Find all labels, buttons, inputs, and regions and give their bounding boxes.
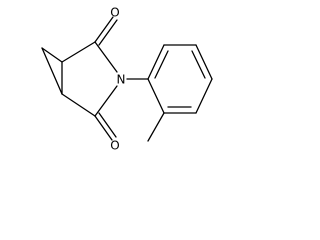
molecule-drawing: O N O (41, 6, 213, 153)
bond-ar-1-inner (154, 50, 169, 79)
structure-canvas: O N O (0, 0, 223, 157)
bond-co-bottom-a (94, 115, 113, 141)
bond-ar-3 (195, 44, 213, 80)
bond-ar-6 (147, 78, 165, 114)
atom-labels: O N O (110, 6, 125, 153)
bond-methyl (147, 112, 165, 142)
bond-ring-bottom (61, 93, 96, 117)
bond-co-bottom-b (98, 112, 117, 138)
bond-co-top-a (94, 16, 114, 43)
bond-ar-3-inner (191, 50, 206, 79)
bond-ring-top (61, 41, 96, 63)
bond-cp-3 (41, 47, 63, 95)
bonds (41, 16, 213, 142)
atom-n-imide: N (117, 73, 126, 87)
bond-ar-4 (195, 78, 213, 114)
bond-c-n-bottom (94, 85, 118, 117)
bond-c-n-top (94, 41, 118, 73)
bond-cp-1 (41, 47, 63, 63)
atom-o-bottom: O (110, 139, 119, 153)
bond-ar-1 (147, 44, 165, 80)
bond-co-top-b (98, 19, 118, 46)
atom-o-top: O (110, 6, 119, 20)
